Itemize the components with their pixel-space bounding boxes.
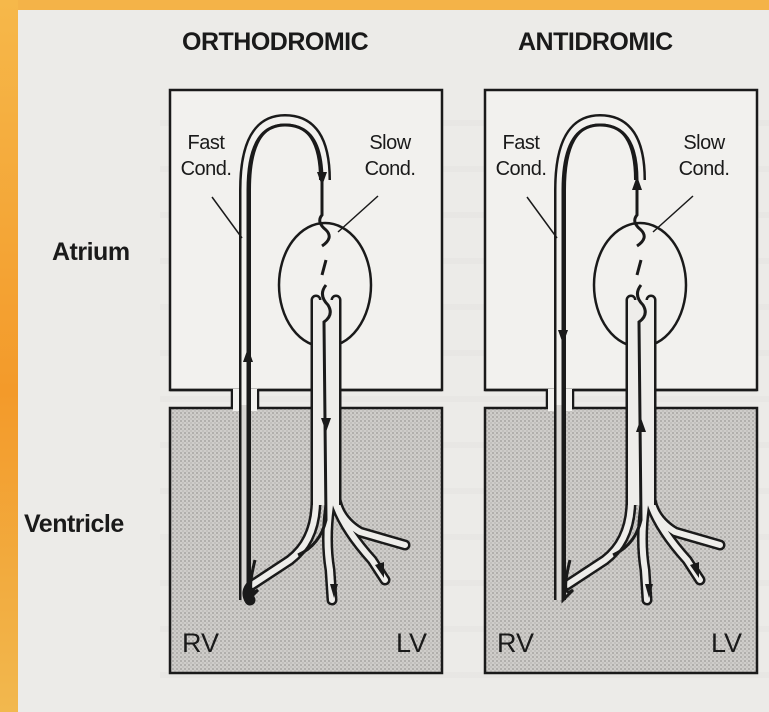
ortho-slow-label-line1: Slow bbox=[362, 130, 418, 156]
atrium-label: Atrium bbox=[52, 238, 130, 267]
anti-fast-cond-label: Fast Cond. bbox=[495, 130, 547, 182]
ortho-fast-cond-label: Fast Cond. bbox=[180, 130, 232, 182]
anti-slow-cond-label: Slow Cond. bbox=[676, 130, 732, 182]
anti-lv-label: LV bbox=[711, 628, 742, 659]
anti-fast-label-line1: Fast bbox=[495, 130, 547, 156]
anti-slow-label-line1: Slow bbox=[676, 130, 732, 156]
anti-fast-label-line2: Cond. bbox=[495, 156, 547, 182]
ortho-fast-label-line1: Fast bbox=[180, 130, 232, 156]
antidromic-title: ANTIDROMIC bbox=[518, 28, 673, 57]
ortho-lv-label: LV bbox=[396, 628, 427, 659]
ortho-av-ring bbox=[170, 390, 442, 408]
anti-rv-label: RV bbox=[497, 628, 534, 659]
ortho-rv-label: RV bbox=[182, 628, 219, 659]
anti-slow-label-line2: Cond. bbox=[676, 156, 732, 182]
ventricle-label: Ventricle bbox=[24, 510, 124, 539]
ortho-slow-cond-label: Slow Cond. bbox=[362, 130, 418, 182]
anti-av-ring bbox=[485, 390, 757, 408]
ortho-fast-label-line2: Cond. bbox=[180, 156, 232, 182]
orthodromic-title: ORTHODROMIC bbox=[182, 28, 368, 57]
ortho-slow-label-line2: Cond. bbox=[362, 156, 418, 182]
